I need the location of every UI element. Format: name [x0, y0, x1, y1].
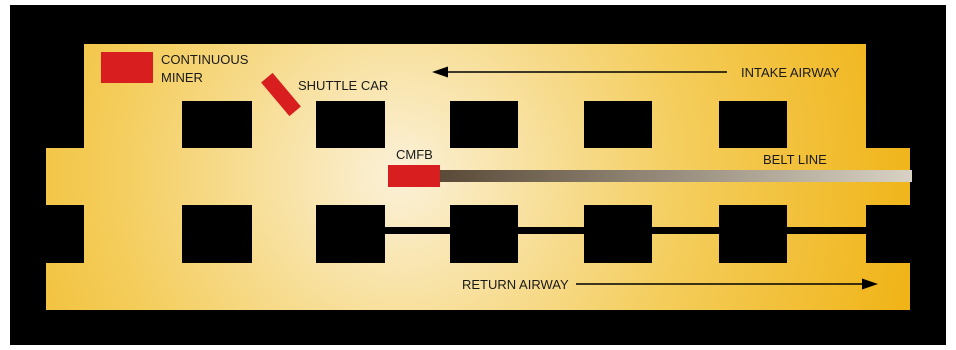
- pillar: [182, 101, 252, 148]
- pillar: [450, 101, 518, 148]
- cmfb-unit: [388, 165, 440, 187]
- pillar: [584, 101, 652, 148]
- pillar: [316, 205, 385, 263]
- belt-line-label: BELT LINE: [763, 152, 827, 167]
- pillars: [182, 101, 787, 263]
- return-arrow-head: [862, 278, 878, 290]
- cmfb-label: CMFB: [396, 147, 433, 162]
- pillar: [182, 205, 252, 263]
- return-airway-label: RETURN AIRWAY: [462, 277, 569, 292]
- stopping-line: [385, 227, 867, 234]
- return-arrow: [576, 278, 878, 290]
- shuttle-car-label: SHUTTLE CAR: [298, 78, 388, 93]
- intake-airway-label: INTAKE AIRWAY: [741, 65, 840, 80]
- pillar: [316, 101, 385, 148]
- intake-arrow-head: [432, 66, 448, 78]
- shuttle-car: [261, 72, 301, 117]
- pillar: [719, 101, 787, 148]
- belt-line: [440, 170, 912, 182]
- continuous-miner: [101, 52, 153, 83]
- continuous-miner-label-line2: MINER: [161, 70, 203, 85]
- continuous-miner-label-line1: CONTINUOUS: [161, 52, 249, 67]
- intake-arrow: [432, 66, 727, 78]
